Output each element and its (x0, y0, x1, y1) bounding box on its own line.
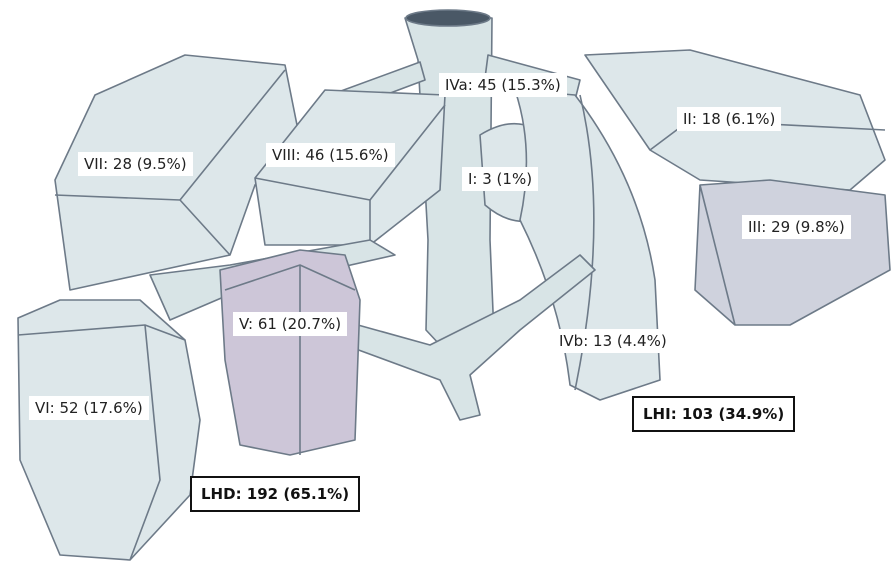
group-lhi-box: LHI: 103 (34.9%) (632, 396, 795, 432)
label-segment-viii: VIII: 46 (15.6%) (266, 143, 395, 167)
label-segment-i: I: 3 (1%) (462, 167, 538, 191)
label-segment-iva: IVa: 45 (15.3%) (439, 73, 567, 97)
label-segment-iii: III: 29 (9.8%) (742, 215, 851, 239)
label-segment-v: V: 61 (20.7%) (233, 312, 347, 336)
label-segment-ii: II: 18 (6.1%) (677, 107, 781, 131)
segment-v (220, 250, 360, 455)
segment-iii (695, 180, 890, 325)
label-segment-ivb: IVb: 13 (4.4%) (553, 329, 673, 353)
vena-cava-opening (406, 10, 490, 26)
label-segment-vi: VI: 52 (17.6%) (29, 396, 149, 420)
group-lhd-box: LHD: 192 (65.1%) (190, 476, 360, 512)
segment-vi (18, 300, 200, 560)
label-segment-vii: VII: 28 (9.5%) (78, 152, 193, 176)
